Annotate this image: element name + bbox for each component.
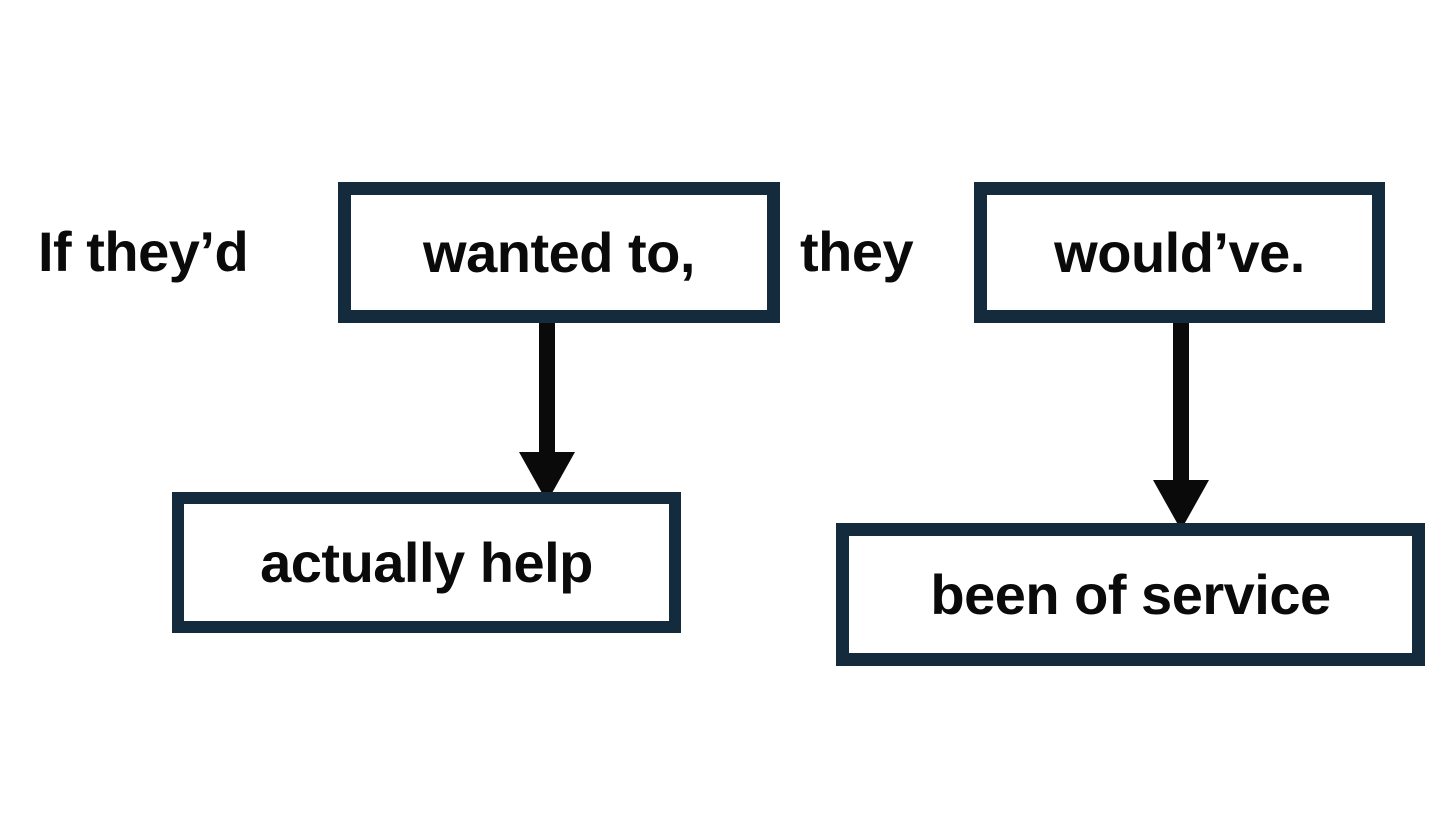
- box-wanted-to[interactable]: wanted to,: [338, 182, 780, 323]
- arrow-wouldve-to-been-of-service: [1150, 312, 1212, 532]
- word-they: they: [800, 220, 914, 283]
- box-been-of-service[interactable]: been of service: [836, 523, 1425, 666]
- box-actually-help[interactable]: actually help: [172, 492, 681, 633]
- box-wouldve[interactable]: would’ve.: [974, 182, 1385, 323]
- box-wouldve-label: would’ve.: [1054, 220, 1305, 284]
- word-if-theyd: If they’d: [38, 220, 249, 283]
- arrow-wanted-to-to-actually-help: [516, 312, 578, 504]
- box-wanted-to-label: wanted to,: [423, 220, 695, 284]
- box-been-of-service-label: been of service: [930, 562, 1331, 626]
- box-actually-help-label: actually help: [260, 530, 593, 594]
